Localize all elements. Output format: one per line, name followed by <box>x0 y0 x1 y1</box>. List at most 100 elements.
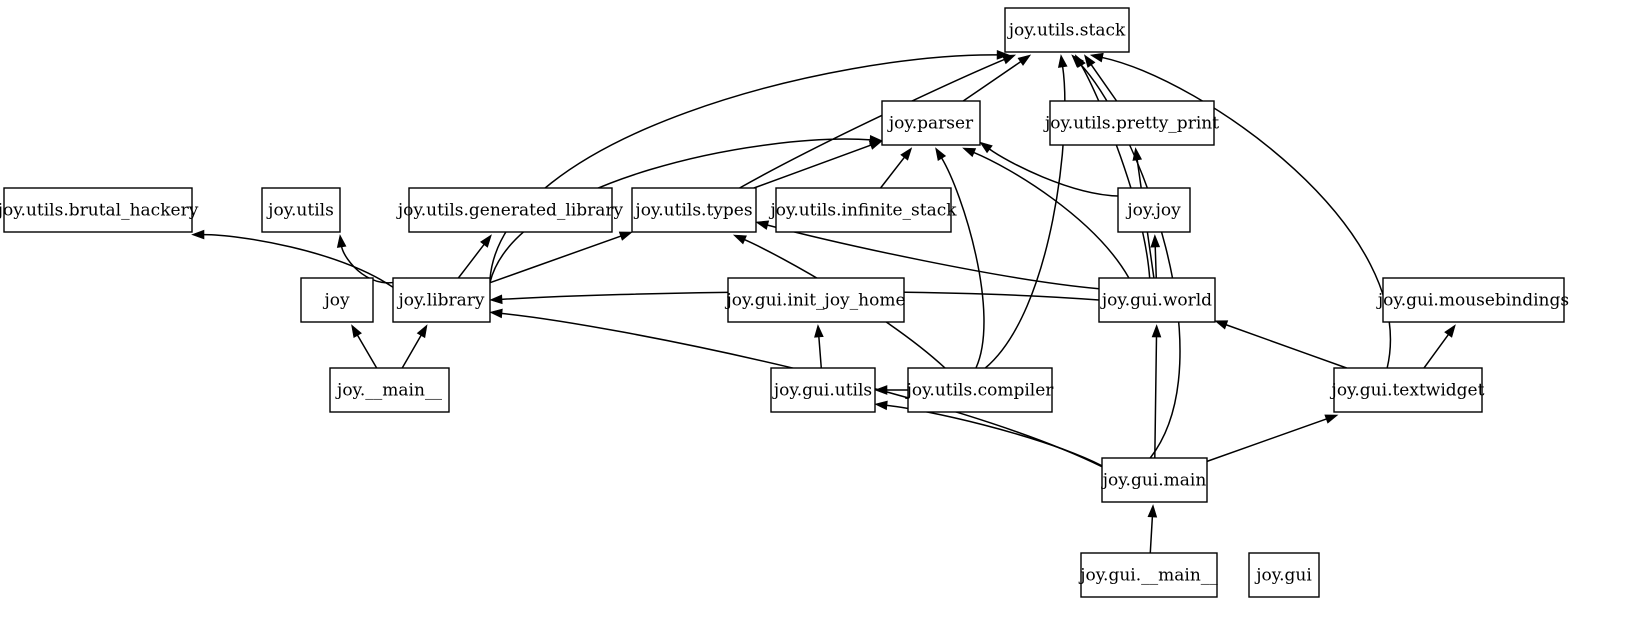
edge-line <box>766 224 1100 290</box>
node-joy-gui-textwidget[interactable]: joy.gui.textwidget <box>1330 367 1485 413</box>
edge-arrowhead <box>351 324 362 339</box>
node-box[interactable] <box>727 277 905 323</box>
node-joy-utils-infinite-stack[interactable]: joy.utils.infinite_stack <box>768 187 957 233</box>
edge-arrowhead <box>489 294 503 305</box>
node-joy-utils-pretty-print[interactable]: joy.utils.pretty_print <box>1043 100 1219 146</box>
node-joy-utils-compiler[interactable]: joy.utils.compiler <box>905 367 1055 413</box>
edge-arrowhead <box>336 234 347 248</box>
node-joy-gui-main[interactable]: joy.gui.__main__ <box>1078 552 1218 598</box>
node-box[interactable] <box>1248 552 1320 598</box>
node-label: joy.gui.utils <box>772 381 872 401</box>
edge-joy-library-to-joy-utils-types <box>489 231 633 284</box>
node-joy[interactable]: joy <box>300 277 374 323</box>
edge-line <box>1154 335 1158 459</box>
edge-arrowhead <box>1017 54 1032 66</box>
node-box[interactable] <box>770 367 876 413</box>
edge-arrowhead <box>900 147 913 161</box>
edge-joy-library-to-joy-utils-brutal-hackery <box>191 229 394 288</box>
node-joy-gui[interactable]: joy.gui <box>1248 552 1320 598</box>
node-joy-utils-generated-library[interactable]: joy.utils.generated_library <box>396 187 624 233</box>
node-box[interactable] <box>300 277 374 323</box>
node-box[interactable] <box>907 367 1053 413</box>
node-joy-library[interactable]: joy.library <box>392 277 491 323</box>
node-joy-joy[interactable]: joy.joy <box>1117 187 1191 233</box>
edge-arrowhead <box>935 147 947 162</box>
node-box[interactable] <box>631 187 757 233</box>
edge-line <box>972 151 1130 279</box>
node-label: joy.parser <box>887 114 974 134</box>
edge-joy-gui-textwidget-to-joy-gui-world <box>1214 320 1347 369</box>
edge-joy-joy-to-joy-parser <box>979 141 1119 197</box>
edge-arrowhead <box>1444 324 1456 338</box>
node-joy-utils[interactable]: joy.utils <box>261 187 341 233</box>
edges-layer <box>191 50 1456 554</box>
edge-line <box>1225 323 1347 369</box>
edge-line <box>984 65 1066 369</box>
edge-arrowhead <box>1083 54 1096 68</box>
edge-line <box>1078 62 1181 459</box>
edge-arrowhead <box>962 147 977 158</box>
node-box[interactable] <box>3 187 193 233</box>
edge-joy-utils-pretty-print-to-joy-utils-stack <box>1083 54 1118 102</box>
edge-joy-utils-infinite-stack-to-joy-parser <box>879 147 913 189</box>
node-label: joy.gui.textwidget <box>1330 381 1485 401</box>
edge-line <box>1423 333 1450 369</box>
edge-arrowhead <box>1071 54 1084 68</box>
node-box[interactable] <box>1080 552 1218 598</box>
edge-arrowhead <box>618 231 633 241</box>
edge-line <box>818 335 823 369</box>
edge-joy-main-to-joy-library <box>401 324 428 369</box>
node-box[interactable] <box>775 187 952 233</box>
edge-joy-gui-main-to-joy-gui-main <box>1147 504 1158 554</box>
node-label: joy.gui.__main__ <box>1078 566 1218 586</box>
edge-line <box>489 235 622 284</box>
node-label: joy.joy <box>1125 201 1181 221</box>
edge-line <box>340 245 408 284</box>
node-box[interactable] <box>1101 457 1208 503</box>
node-label: joy.gui.main <box>1101 471 1207 491</box>
edge-joy-gui-world-to-joy-joy <box>1150 234 1161 279</box>
node-box[interactable] <box>1004 7 1130 53</box>
edge-joy-library-to-joy-utils-generated-library <box>457 234 492 279</box>
node-joy-utils-brutal-hackery[interactable]: joy.utils.brutal_hackery <box>0 187 199 233</box>
node-box[interactable] <box>392 277 491 323</box>
edge-joy-gui-main-to-joy-gui-world <box>1151 324 1162 459</box>
node-joy-gui-mousebindings[interactable]: joy.gui.mousebindings <box>1376 277 1569 323</box>
node-box[interactable] <box>1049 100 1215 146</box>
node-box[interactable] <box>408 187 613 233</box>
node-joy-gui-main[interactable]: joy.gui.main <box>1101 457 1208 503</box>
edge-joy-gui-main-to-joy-gui-utils <box>874 400 1103 467</box>
node-box[interactable] <box>1117 187 1191 233</box>
node-label: joy.utils.types <box>633 201 752 221</box>
edge-arrowhead <box>480 234 492 248</box>
node-joy-parser[interactable]: joy.parser <box>881 100 981 146</box>
node-box[interactable] <box>1098 277 1216 323</box>
node-joy-gui-world[interactable]: joy.gui.world <box>1098 277 1216 323</box>
node-joy-utils-stack[interactable]: joy.utils.stack <box>1004 7 1130 53</box>
node-box[interactable] <box>1382 277 1565 323</box>
edge-line <box>753 144 872 189</box>
edge-joy-main-to-joy <box>351 324 378 369</box>
node-label: joy.utils.brutal_hackery <box>0 201 199 221</box>
edge-joy-utils-types-to-joy-parser <box>753 140 883 189</box>
node-joy-main[interactable]: joy.__main__ <box>329 367 450 413</box>
edge-line <box>202 233 394 288</box>
node-box[interactable] <box>261 187 341 233</box>
node-label: joy.library <box>396 291 484 311</box>
node-joy-utils-types[interactable]: joy.utils.types <box>631 187 757 233</box>
node-box[interactable] <box>1333 367 1483 413</box>
node-label: joy <box>322 291 350 311</box>
edge-joy-gui-world-to-joy-parser <box>962 147 1130 279</box>
node-joy-gui-init-joy-home[interactable]: joy.gui.init_joy_home <box>724 277 906 323</box>
node-joy-gui-utils[interactable]: joy.gui.utils <box>770 367 876 413</box>
edge-joy-utils-compiler-to-joy-utils-stack <box>984 54 1068 369</box>
edge-joy-utils-compiler-to-joy-parser <box>935 147 985 369</box>
edge-arrowhead <box>1057 54 1068 68</box>
edge-line <box>940 157 985 369</box>
edge-arrowhead <box>814 324 824 338</box>
edge-joy-gui-utils-to-joy-gui-init-joy-home <box>814 324 824 369</box>
node-box[interactable] <box>881 100 981 146</box>
node-box[interactable] <box>329 367 450 413</box>
node-label: joy.__main__ <box>335 381 442 401</box>
node-label: joy.gui.world <box>1100 291 1212 311</box>
